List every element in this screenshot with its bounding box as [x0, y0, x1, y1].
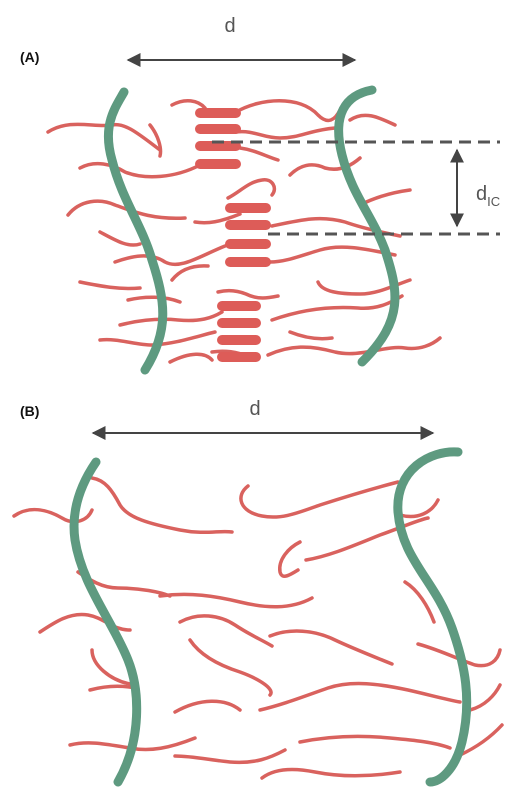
side-chain [170, 354, 212, 362]
panel-b-spacing-label: d [249, 398, 260, 420]
side-chain [350, 115, 395, 125]
side-chain [172, 266, 208, 280]
side-chain [240, 148, 278, 160]
side-chain [150, 125, 161, 156]
side-chain [268, 338, 440, 355]
side-chain [175, 701, 240, 712]
side-chain [120, 312, 222, 325]
side-chain [260, 684, 460, 710]
panel-b-side-chains [14, 478, 502, 778]
side-chain [80, 164, 200, 177]
panel-a: (A) d [20, 15, 500, 370]
side-chain [100, 232, 140, 245]
side-chain [241, 482, 398, 517]
side-chain [400, 500, 438, 517]
side-chain [92, 478, 232, 532]
side-chain [228, 180, 274, 198]
side-chain [190, 640, 271, 695]
side-chain [236, 128, 335, 138]
side-chain [270, 631, 392, 664]
side-chain [262, 770, 400, 778]
side-chain [14, 510, 92, 522]
side-chain [218, 291, 278, 298]
side-chain [290, 332, 332, 339]
panel-a-label: (A) [20, 49, 39, 65]
side-chain [360, 190, 410, 205]
side-chain [172, 101, 205, 108]
panel-b-label: (B) [20, 403, 39, 419]
side-chain [128, 297, 180, 302]
side-chain [160, 594, 312, 606]
panel-b: (B) d [14, 398, 502, 782]
side-chain [115, 246, 225, 264]
side-chain [236, 101, 340, 121]
panel-b-left-backbone [74, 462, 137, 782]
side-chain [80, 282, 140, 289]
panel-a-crystalline-stacks [200, 113, 266, 357]
side-chain [180, 616, 272, 646]
side-chain [90, 686, 135, 690]
panel-a-right-backbone [339, 90, 395, 362]
panel-a-interlayer-label: dIC [476, 183, 500, 209]
side-chain [300, 736, 450, 748]
panel-a-spacing-label: d [224, 15, 235, 37]
side-chain [272, 296, 402, 320]
side-chain [280, 542, 300, 576]
side-chain [270, 247, 395, 262]
side-chain [470, 685, 500, 710]
side-chain [175, 750, 285, 762]
